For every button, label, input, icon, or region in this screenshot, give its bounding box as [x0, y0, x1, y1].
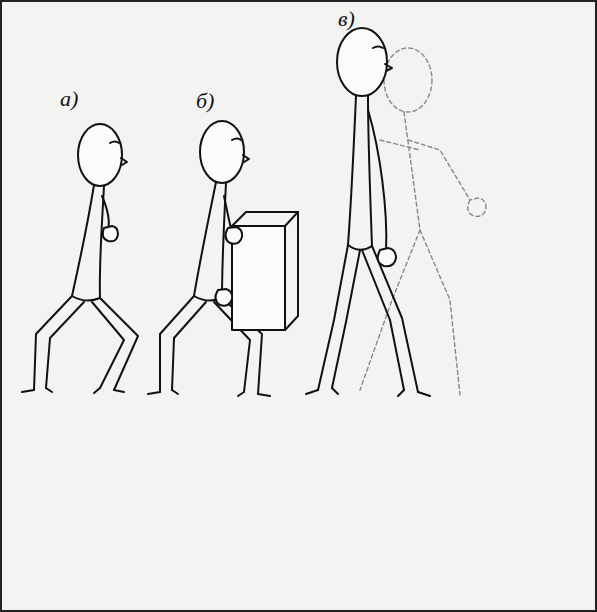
figure-letter-wrap: а): [60, 88, 78, 110]
lifting-figure: [148, 121, 298, 396]
figure-letter: в): [338, 8, 355, 30]
figure-letter-wrap: в): [338, 8, 355, 30]
ghost-figure: [360, 48, 486, 395]
figure-letter-wrap: б): [196, 90, 214, 112]
figure-letter: б): [196, 90, 214, 112]
figure-letter: а): [60, 88, 78, 110]
standing-figure: [306, 28, 486, 396]
squat-figure: [22, 124, 138, 393]
